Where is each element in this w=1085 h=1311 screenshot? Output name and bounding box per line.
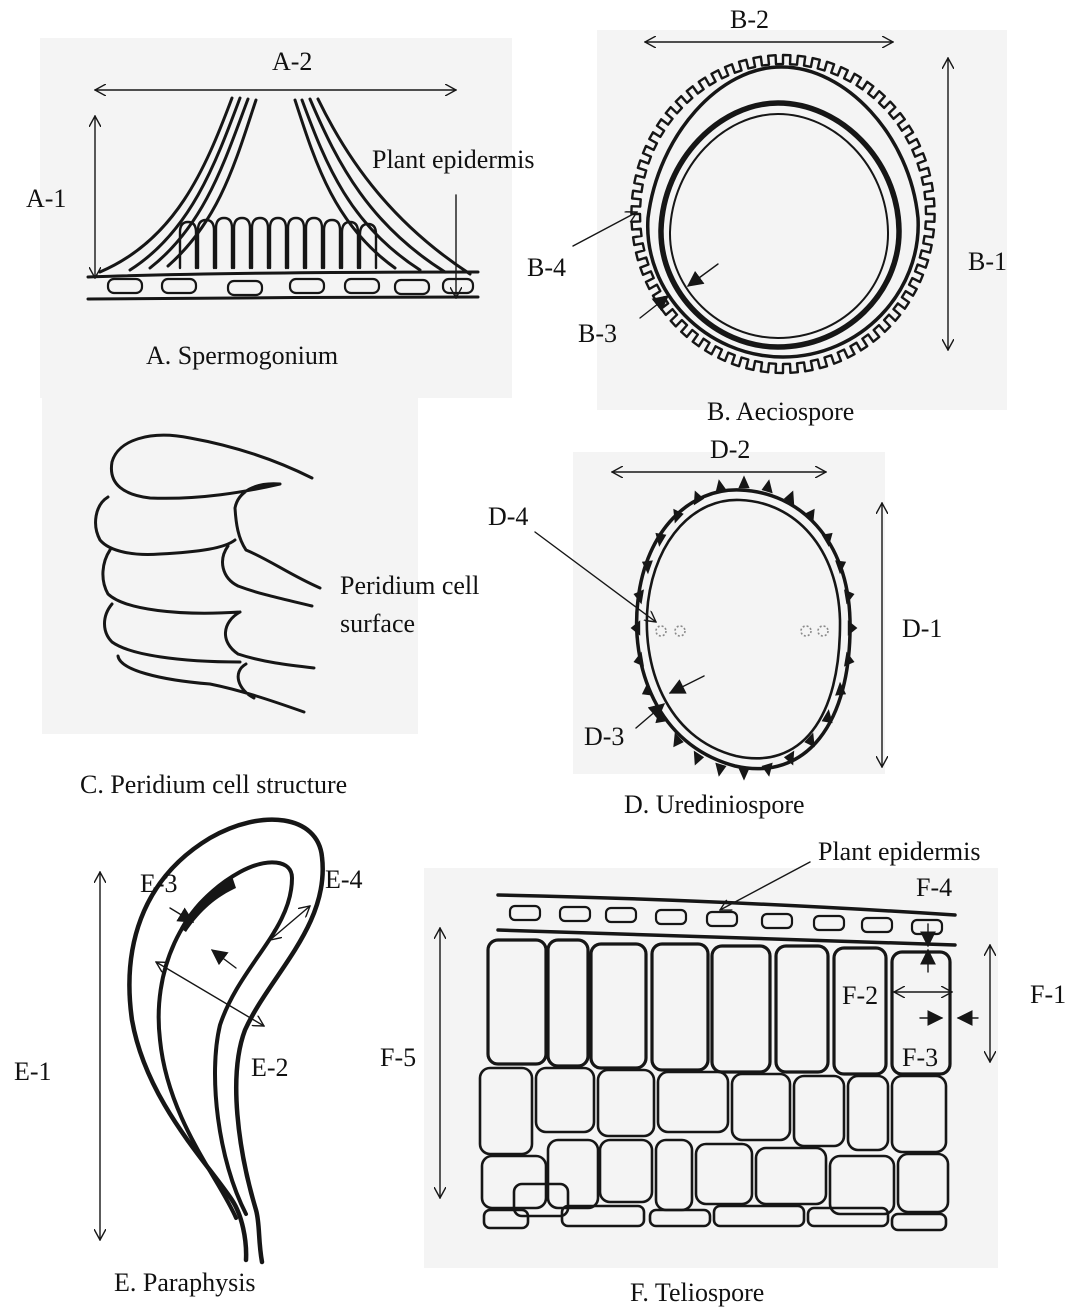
panel-d-urediniospore: D-1 D-2 D-3 D-4 D. Urediniospore xyxy=(488,435,942,819)
peridium-surface-label-line2: surface xyxy=(340,609,415,638)
b3-label: B-3 xyxy=(578,319,617,348)
f3-label: F-3 xyxy=(902,1043,938,1072)
paraphysis-wall-thickening xyxy=(180,876,236,932)
f-caption: F. Teliospore xyxy=(630,1278,764,1307)
panel-b-aeciospore: B-1 B-2 B-3 B-4 B. Aeciospore xyxy=(527,5,1007,426)
e4-label: E-4 xyxy=(325,865,363,894)
e3-label: E-3 xyxy=(140,869,178,898)
a-caption: A. Spermogonium xyxy=(146,341,338,370)
f-epidermis-label: Plant epidermis xyxy=(818,837,980,866)
a-epidermis-label: Plant epidermis xyxy=(372,145,534,174)
d-caption: D. Urediniospore xyxy=(624,790,805,819)
f5-label: F-5 xyxy=(380,1043,416,1072)
b-caption: B. Aeciospore xyxy=(707,397,854,426)
d4-label: D-4 xyxy=(488,502,528,531)
d1-label: D-1 xyxy=(902,614,942,643)
f2-label: F-2 xyxy=(842,981,878,1010)
panel-f-teliospore: F-1 F-2 F-3 F-4 F-5 Plant epidermis F. T… xyxy=(380,837,1066,1307)
d2-label: D-2 xyxy=(710,435,750,464)
panel-a-spermogonium: A-1 A-2 Plant epidermis A. Spermogonium xyxy=(26,38,534,398)
f1-label: F-1 xyxy=(1030,980,1066,1009)
e2-label: E-2 xyxy=(251,1053,289,1082)
a1-label: A-1 xyxy=(26,184,66,213)
b4-label: B-4 xyxy=(527,253,566,282)
panel-c-peridium: Peridium cell surface C. Peridium cell s… xyxy=(42,398,479,799)
e-caption: E. Paraphysis xyxy=(114,1268,256,1297)
panel-e-paraphysis: E-1 E-2 E-3 E-4 E. Paraphysis xyxy=(14,820,363,1297)
e1-label: E-1 xyxy=(14,1057,52,1086)
b1-label: B-1 xyxy=(968,247,1007,276)
d3-label: D-3 xyxy=(584,722,624,751)
panel-b-paper xyxy=(597,30,1007,410)
paraphysis-inner-wall xyxy=(159,862,292,1218)
peridium-surface-label-line1: Peridium cell xyxy=(340,571,479,600)
e3-pointer-inner xyxy=(212,950,236,968)
a2-label: A-2 xyxy=(272,47,312,76)
c-caption: C. Peridium cell structure xyxy=(80,770,347,799)
b2-label: B-2 xyxy=(730,5,769,34)
f4-label: F-4 xyxy=(916,873,952,902)
